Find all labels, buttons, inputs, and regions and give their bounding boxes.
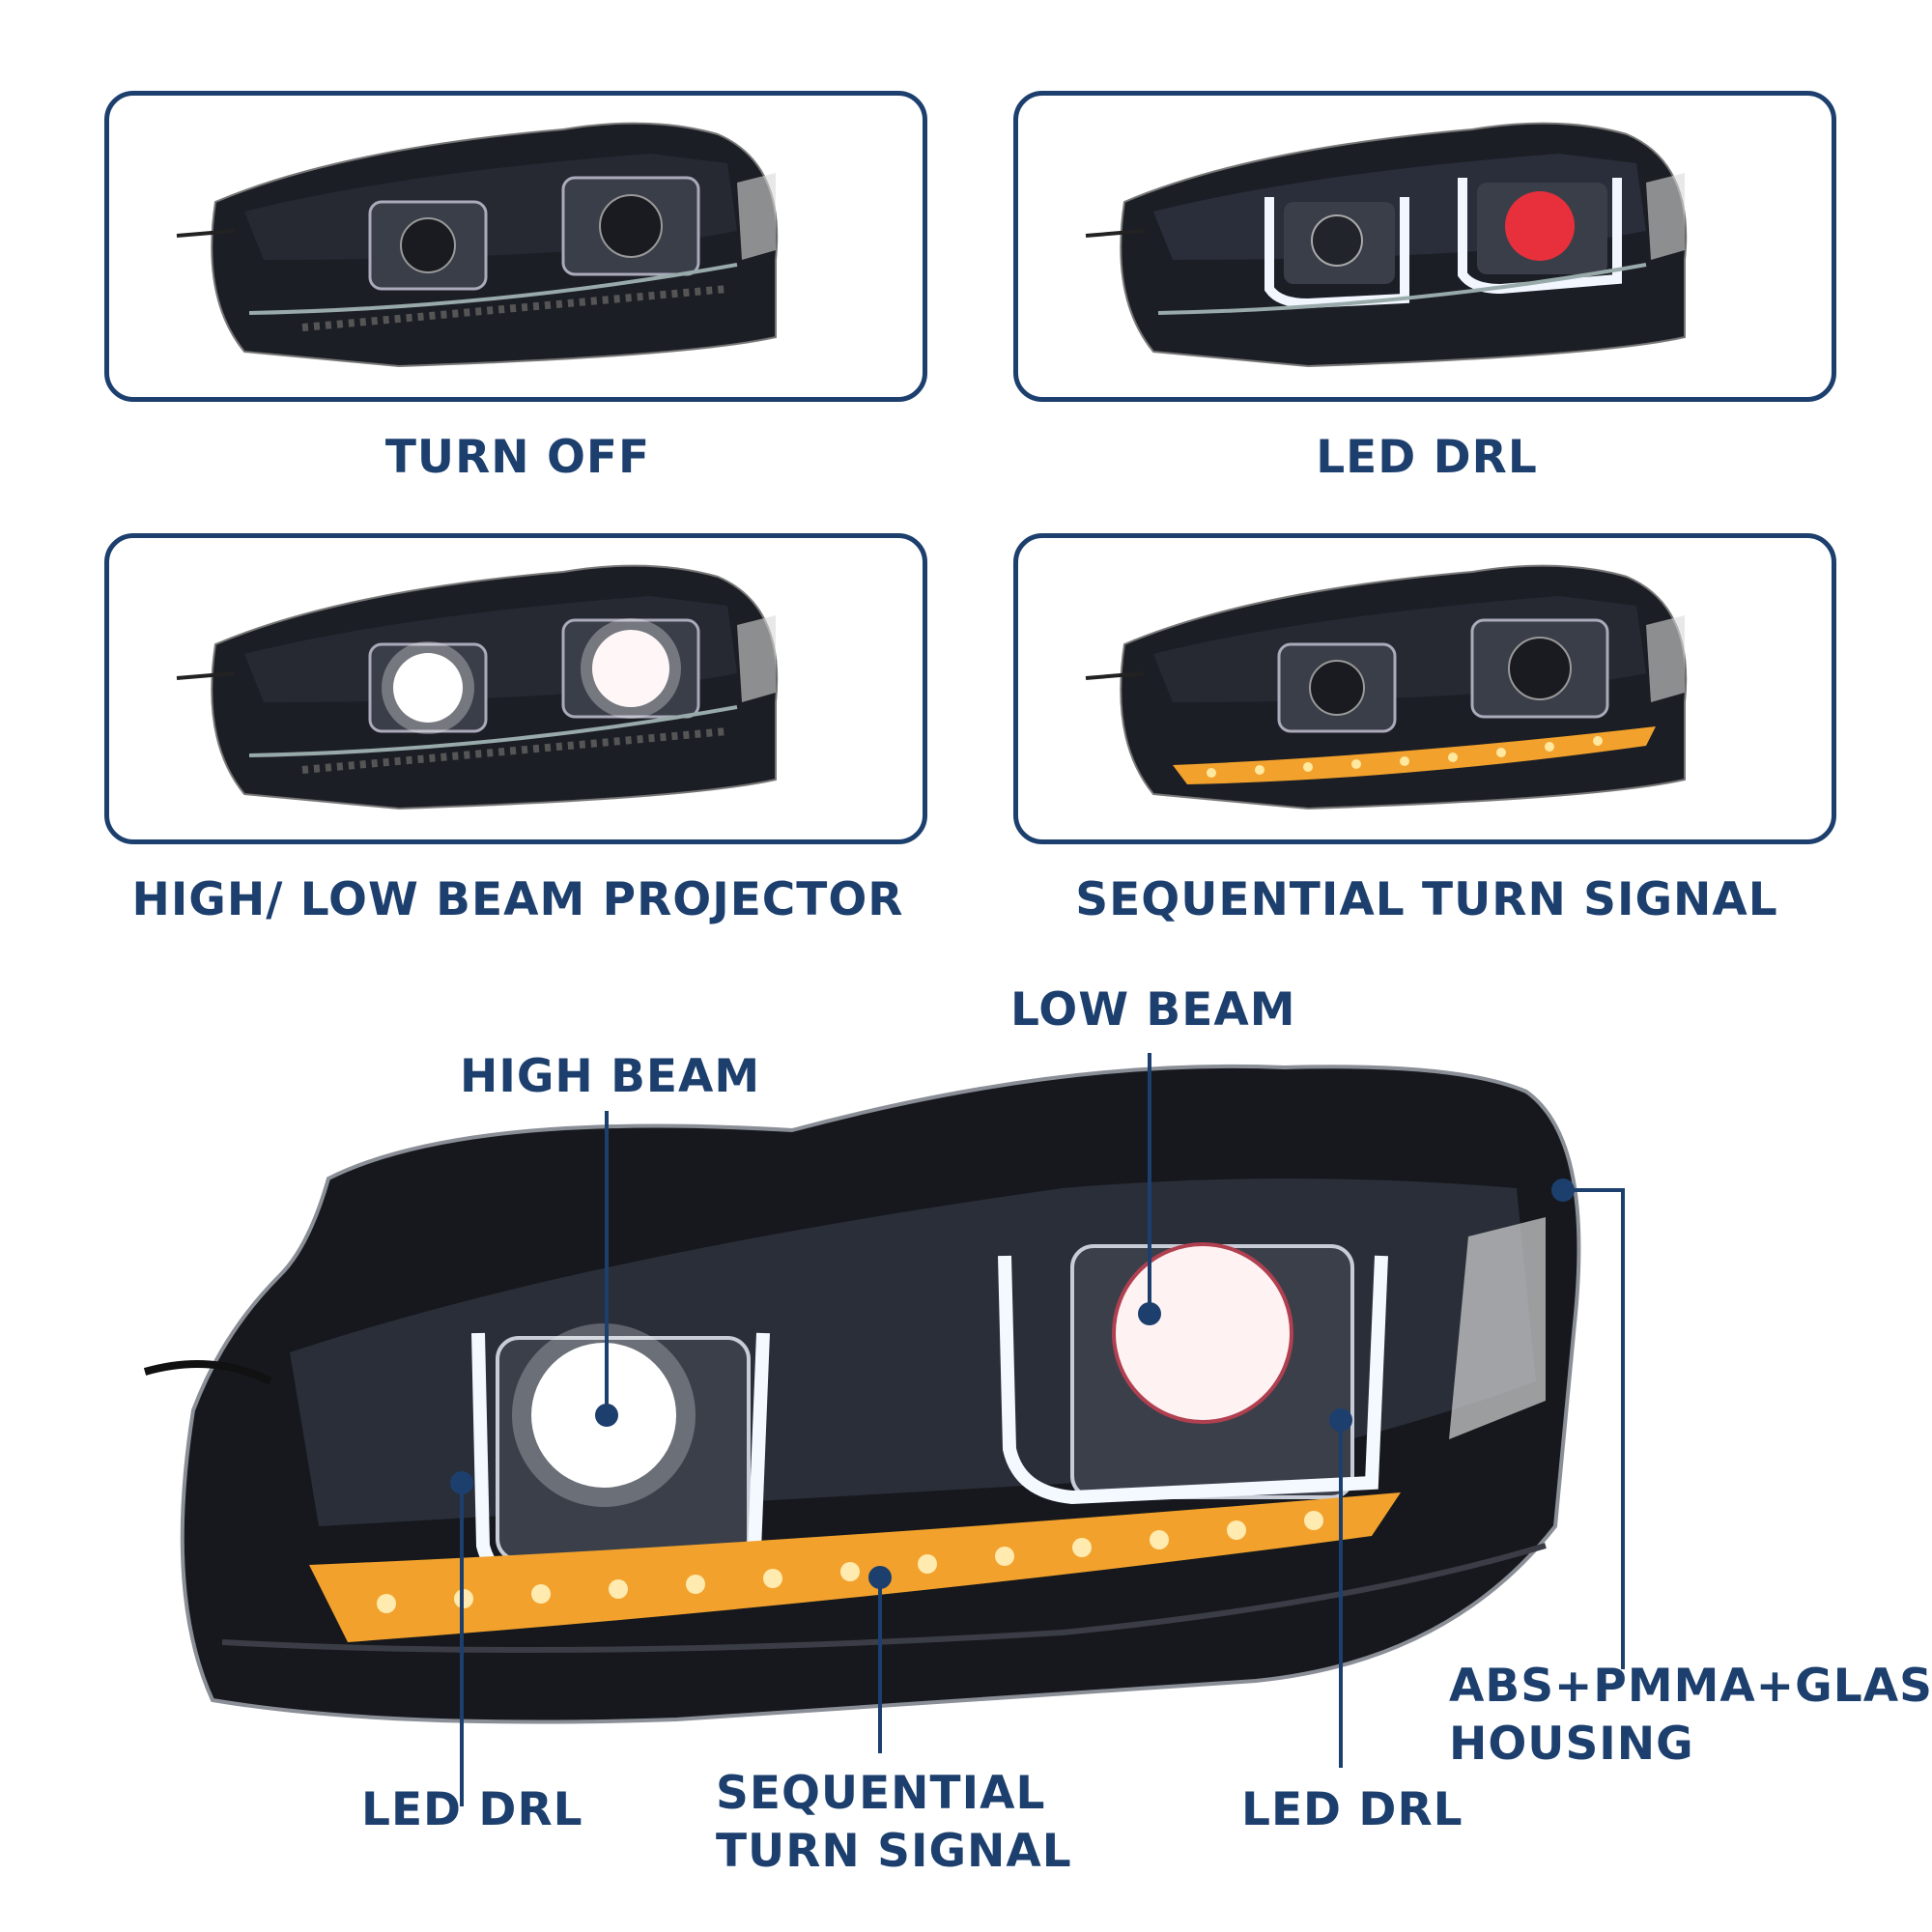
headlight-drl-image — [1085, 122, 1688, 368]
low-beam-dot — [1138, 1302, 1161, 1325]
callout-sequential-turn-line2: TURN SIGNAL — [716, 1825, 1072, 1878]
mode-panel-high-low-beam — [104, 533, 927, 844]
high-beam-dot — [595, 1404, 618, 1427]
headlight-turn-image — [1085, 564, 1688, 810]
housing-dot — [1551, 1179, 1575, 1202]
callout-led-drl-left: LED DRL — [361, 1783, 583, 1836]
drl-ring-right — [998, 1255, 1388, 1505]
caption-led-drl: LED DRL — [1316, 431, 1538, 484]
callout-led-drl-right: LED DRL — [1241, 1783, 1463, 1836]
caption-turn-off: TURN OFF — [384, 431, 651, 484]
headlight-beam-image — [176, 564, 779, 810]
turn-signal-leds — [377, 1511, 1323, 1613]
drl-right-dot — [1329, 1408, 1352, 1432]
low-beam-lens — [1112, 1242, 1293, 1424]
callout-housing-line2: HOUSING — [1449, 1718, 1694, 1771]
mode-panel-sequential-turn — [1013, 533, 1836, 844]
callout-high-beam: HIGH BEAM — [460, 1050, 761, 1103]
turn-signal-dot — [868, 1566, 892, 1589]
caption-sequential-turn: SEQUENTIAL TURN SIGNAL — [1075, 873, 1778, 926]
mode-panel-turn-off — [104, 91, 927, 402]
headlight-off-image — [176, 122, 779, 368]
callout-low-beam: LOW BEAM — [1010, 983, 1296, 1037]
mode-panel-led-drl — [1013, 91, 1836, 402]
callout-housing-line1: ABS+PMMA+GLASS — [1449, 1660, 1932, 1713]
housing-pointer-line — [1563, 1188, 1625, 1669]
callout-sequential-turn-line1: SEQUENTIAL — [716, 1767, 1046, 1820]
drl-left-dot — [450, 1471, 473, 1494]
caption-high-low-beam: HIGH/ LOW BEAM PROJECTOR — [131, 873, 904, 926]
